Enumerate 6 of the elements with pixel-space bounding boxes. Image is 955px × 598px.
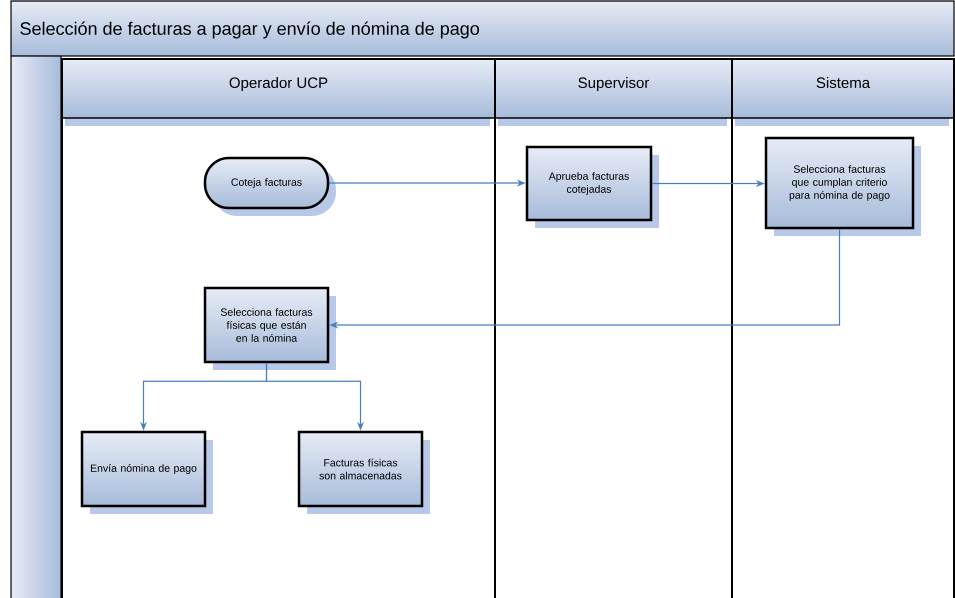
process-box: Envía nómina de pago — [80, 430, 213, 514]
process-box: Aprueba facturas cotejadas — [526, 146, 659, 228]
process-box: Selecciona facturas físicas que están en la nómina — [204, 286, 336, 370]
title: Selección de facturas a pagar y envío de nómina de pago — [20, 22, 479, 38]
process-box: Facturas físicas son almacenadas — [298, 430, 430, 514]
process-box: Selecciona facturas que cumplan criterio para nómina de pago — [764, 136, 921, 236]
